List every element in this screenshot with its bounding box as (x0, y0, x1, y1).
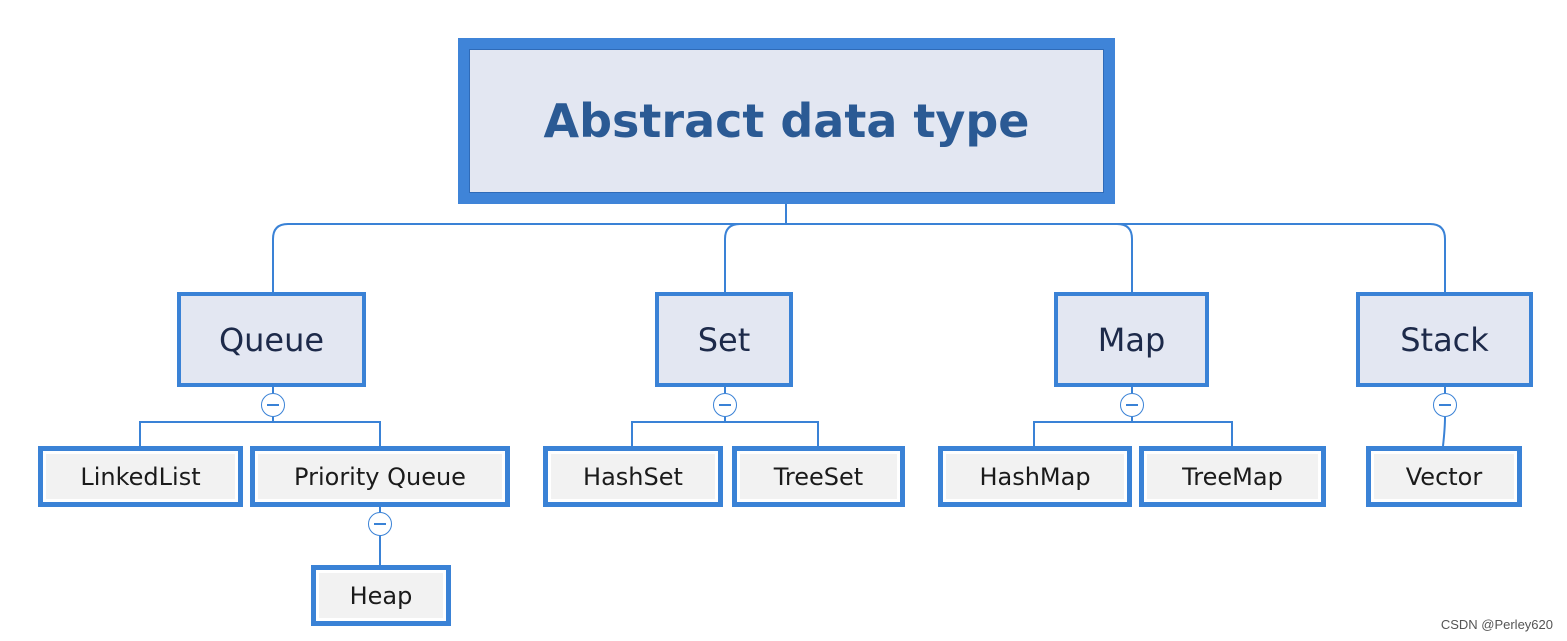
node-hashset[interactable]: HashSet (543, 446, 723, 507)
node-stack-label: Stack (1400, 320, 1489, 359)
collapse-toggle-stack-icon[interactable] (1433, 393, 1457, 417)
collapse-toggle-priority-queue-icon[interactable] (368, 512, 392, 536)
node-vector-label: Vector (1405, 462, 1483, 491)
collapse-toggle-set-icon[interactable] (713, 393, 737, 417)
node-stack[interactable]: Stack (1356, 292, 1533, 387)
node-treemap[interactable]: TreeMap (1139, 446, 1326, 507)
collapse-toggle-queue-icon[interactable] (261, 393, 285, 417)
root-node-abstract-data-type[interactable]: Abstract data type (458, 38, 1115, 204)
watermark-text: CSDN @Perley620 (1440, 617, 1553, 632)
connector-root-stack (786, 223, 1446, 292)
node-map[interactable]: Map (1054, 292, 1209, 387)
collapse-toggle-map-icon[interactable] (1120, 393, 1144, 417)
node-treemap-label: TreeMap (1182, 462, 1283, 491)
node-treeset[interactable]: TreeSet (732, 446, 905, 507)
node-hashmap-label: HashMap (979, 462, 1091, 491)
node-hashmap[interactable]: HashMap (938, 446, 1132, 507)
connector-set-children (631, 417, 819, 446)
node-linkedlist-label: LinkedList (80, 462, 201, 491)
connector-map-children (1033, 417, 1233, 446)
connector-root-set (724, 223, 786, 292)
node-set[interactable]: Set (655, 292, 793, 387)
root-node-label: Abstract data type (543, 94, 1030, 148)
connector-root-map (786, 223, 1133, 292)
node-priority-queue[interactable]: Priority Queue (250, 446, 510, 507)
node-set-label: Set (697, 320, 751, 359)
node-queue-label: Queue (218, 320, 325, 359)
node-queue[interactable]: Queue (177, 292, 366, 387)
connector-queue-children (139, 417, 381, 446)
connector-root-queue (272, 223, 786, 292)
node-linkedlist[interactable]: LinkedList (38, 446, 243, 507)
node-map-label: Map (1097, 320, 1166, 359)
node-heap[interactable]: Heap (311, 565, 451, 626)
connector-stack-children (1442, 416, 1446, 447)
node-hashset-label: HashSet (583, 462, 683, 491)
node-treeset-label: TreeSet (773, 462, 864, 491)
node-priority-queue-label: Priority Queue (294, 462, 466, 491)
node-heap-label: Heap (349, 581, 413, 610)
node-vector[interactable]: Vector (1366, 446, 1522, 507)
